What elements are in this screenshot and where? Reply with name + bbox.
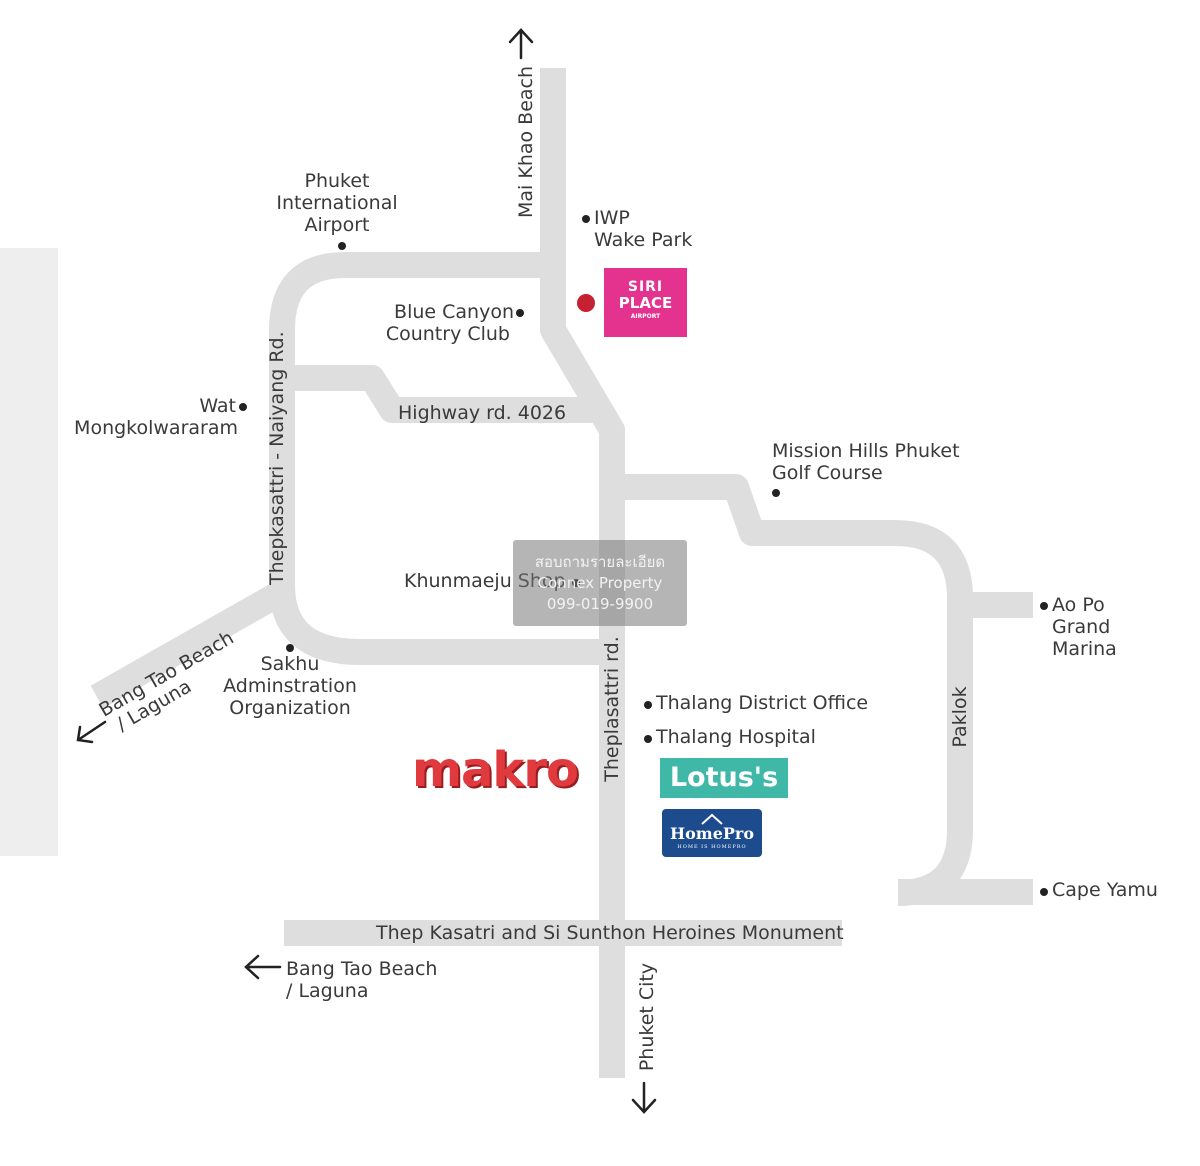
dot-ao-po [1040, 602, 1048, 610]
label-thalang-hospital: Thalang Hospital [656, 726, 816, 748]
label-wat-mongkolwararam: Wat Mongkolwararam [74, 395, 238, 439]
label-thalang-district: Thalang District Office [656, 692, 869, 714]
road-airport-loop [269, 252, 612, 665]
label-mission-hills: Mission Hills Phuket Golf Course [772, 440, 960, 484]
left-edge-panel [0, 248, 58, 856]
dot-blue-canyon [516, 309, 524, 317]
arrow-north [508, 28, 534, 60]
label-heroines-monument: Thep Kasatri and Si Sunthon Heroines Mon… [376, 922, 844, 944]
siri-place-logo: SIRI PLACE AIRPORT [604, 268, 687, 337]
label-phuket-city: Phuket City [636, 962, 658, 1072]
dot-thalang-district [644, 701, 652, 709]
label-sakhu-organization: Sakhu Adminstration Organization [223, 653, 357, 719]
label-phuket-airport: Phuket International Airport [276, 170, 398, 236]
dot-thalang-hospital [644, 735, 652, 743]
label-ao-po-marina: Ao Po Grand Marina [1052, 594, 1117, 660]
label-bang-tao-bottom: Bang Tao Beach / Laguna [286, 958, 438, 1002]
arrow-southwest [76, 720, 107, 744]
dot-sakhu [286, 644, 294, 652]
label-iwp-wake-park: IWP Wake Park [594, 207, 693, 251]
siri-place-marker-dot [577, 294, 595, 312]
dot-cape-yamu [1040, 888, 1048, 896]
road-highway-4026 [282, 365, 595, 423]
arrow-south [631, 1081, 657, 1114]
makro-logo: makro [412, 742, 579, 798]
watermark-contact: สอบถามรายละเอียด Connex Property 099-019… [513, 540, 687, 626]
label-blue-canyon: Blue Canyon Country Club [385, 301, 514, 345]
dot-iwp [582, 215, 590, 223]
arrow-west-bottom [244, 954, 282, 980]
label-thepkasattri-naiyang: Thepkasattri - Naiyang Rd. [266, 331, 288, 585]
homepro-logo: HomePro HOME IS HOMEPRO [662, 809, 762, 857]
label-highway-4026: Highway rd. 4026 [398, 402, 567, 424]
label-cape-yamu: Cape Yamu [1052, 879, 1158, 901]
house-icon [701, 813, 723, 825]
dot-wat [239, 403, 247, 411]
road-mai-khao [540, 68, 625, 1078]
dot-airport [338, 242, 346, 250]
label-mai-khao-beach: Mai Khao Beach [515, 65, 537, 218]
label-theplasattri-rd: Theplasattri rd. [601, 636, 623, 782]
road-bang-tao-diag [90, 580, 289, 709]
dot-mission-hills [772, 489, 780, 497]
label-paklok: Paklok [949, 686, 971, 748]
lotus-logo: Lotus's [660, 758, 788, 798]
